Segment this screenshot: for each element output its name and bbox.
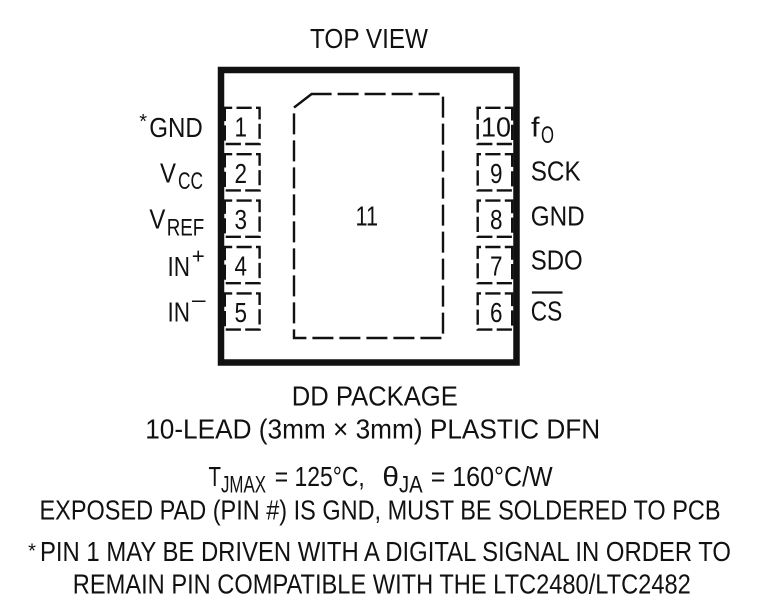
svg-text:SDO: SDO xyxy=(531,245,583,276)
svg-text:IN: IN xyxy=(168,251,191,282)
svg-text:REF: REF xyxy=(167,214,205,241)
svg-text:GND: GND xyxy=(149,112,203,143)
svg-text:V: V xyxy=(149,204,165,235)
svg-text:7: 7 xyxy=(490,251,503,282)
svg-text:JA: JA xyxy=(399,471,423,498)
svg-text:IN: IN xyxy=(168,297,191,328)
svg-text:DD PACKAGE: DD PACKAGE xyxy=(292,381,458,412)
svg-text:f: f xyxy=(531,111,540,142)
svg-text:O: O xyxy=(541,122,554,149)
svg-text:= 160°C/W: = 160°C/W xyxy=(431,461,554,492)
svg-text:PIN 1 MAY BE DRIVEN WITH A DIG: PIN 1 MAY BE DRIVEN WITH A DIGITAL SIGNA… xyxy=(40,536,731,567)
svg-text:2: 2 xyxy=(235,158,248,189)
svg-text:3: 3 xyxy=(235,204,248,235)
svg-text:+: + xyxy=(192,244,205,269)
svg-text:5: 5 xyxy=(235,297,248,328)
svg-text:CC: CC xyxy=(178,168,203,195)
svg-text:*: * xyxy=(139,111,147,133)
svg-text:REMAIN PIN COMPATIBLE WITH THE: REMAIN PIN COMPATIBLE WITH THE LTC2480/L… xyxy=(73,569,691,600)
svg-text:–: – xyxy=(192,287,206,312)
svg-text:TOP VIEW: TOP VIEW xyxy=(310,23,428,54)
svg-text:EXPOSED PAD (PIN #) IS GND, MU: EXPOSED PAD (PIN #) IS GND, MUST BE SOLD… xyxy=(40,495,721,526)
svg-text:V: V xyxy=(160,158,176,189)
svg-text:GND: GND xyxy=(531,201,585,232)
svg-text:*: * xyxy=(28,541,36,563)
svg-text:8: 8 xyxy=(490,204,503,235)
svg-text:6: 6 xyxy=(490,297,503,328)
svg-text:9: 9 xyxy=(490,158,503,189)
svg-text:T: T xyxy=(209,461,222,492)
svg-text:11: 11 xyxy=(356,200,379,231)
svg-text:10-LEAD (3mm × 3mm) PLASTIC DF: 10-LEAD (3mm × 3mm) PLASTIC DFN xyxy=(145,414,600,445)
svg-text:1: 1 xyxy=(235,111,248,142)
svg-text:CS: CS xyxy=(531,295,563,326)
svg-text:SCK: SCK xyxy=(531,155,581,186)
svg-text:JMAX: JMAX xyxy=(221,471,266,498)
svg-text:10: 10 xyxy=(481,111,511,142)
svg-text:θ: θ xyxy=(382,461,399,492)
svg-text:4: 4 xyxy=(235,251,248,282)
svg-text:= 125°C,: = 125°C, xyxy=(275,461,365,492)
